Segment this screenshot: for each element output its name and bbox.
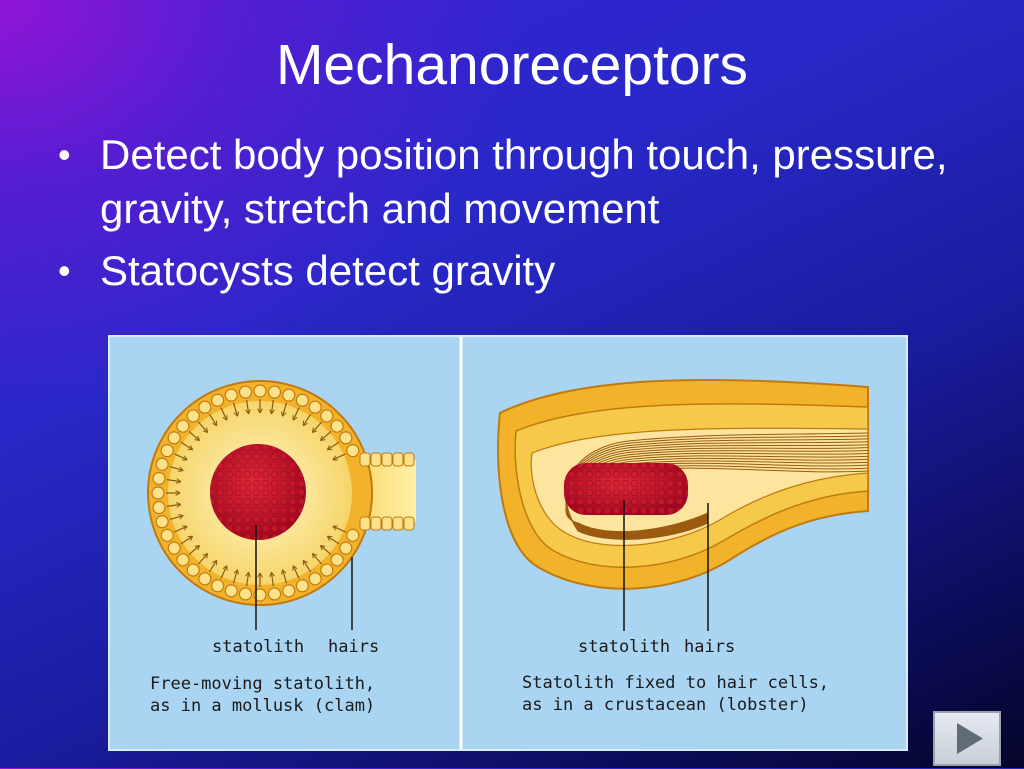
wall-cell xyxy=(156,516,168,528)
left-caption-line1: Free-moving statolith, xyxy=(150,674,375,694)
duct-cell xyxy=(382,453,392,466)
wall-cell xyxy=(269,588,281,600)
wall-cell xyxy=(340,432,352,444)
bullet-dot: • xyxy=(58,128,71,182)
wall-cell xyxy=(177,554,189,566)
wall-cell xyxy=(283,389,295,401)
duct-cell xyxy=(404,453,414,466)
wall-cell xyxy=(283,585,295,597)
wall-cell xyxy=(309,401,321,413)
wall-cell xyxy=(199,573,211,585)
right-caption-line1: Statolith fixed to hair cells, xyxy=(522,673,829,693)
left-caption-line2: as in a mollusk (clam) xyxy=(150,696,375,716)
next-slide-button[interactable] xyxy=(933,711,1001,766)
bullet-item: • Statocysts detect gravity xyxy=(58,244,958,298)
duct-cell xyxy=(393,453,403,466)
right-label-statolith: statolith xyxy=(578,637,670,657)
wall-cell xyxy=(296,394,308,406)
wall-cell xyxy=(239,386,251,398)
wall-cell xyxy=(212,580,224,592)
wall-cell xyxy=(321,410,333,422)
wall-cell xyxy=(168,432,180,444)
duct-cell xyxy=(360,453,370,466)
wall-cell xyxy=(296,580,308,592)
statolith-texture xyxy=(564,463,688,515)
right-caption-line2: as in a crustacean (lobster) xyxy=(522,695,809,715)
statocyst-diagram: statolith hairs Free-moving statolith, a… xyxy=(108,335,908,751)
wall-cell xyxy=(156,458,168,470)
bullet-text: Statocysts detect gravity xyxy=(100,247,555,294)
wall-cell xyxy=(331,420,343,432)
wall-cell xyxy=(177,420,189,432)
wall-cell xyxy=(199,401,211,413)
duct-cell xyxy=(382,517,392,530)
wall-cell xyxy=(212,394,224,406)
wall-cell xyxy=(269,386,281,398)
wall-cell xyxy=(321,564,333,576)
wall-cell xyxy=(309,573,321,585)
wall-cell xyxy=(225,389,237,401)
wall-cell xyxy=(347,529,359,541)
bullet-dot: • xyxy=(58,244,71,298)
wall-cell xyxy=(331,554,343,566)
wall-cell xyxy=(187,564,199,576)
duct-cell xyxy=(404,517,414,530)
bullet-item: • Detect body position through touch, pr… xyxy=(58,128,958,236)
bullet-text: Detect body position through touch, pres… xyxy=(100,131,948,232)
duct-cell xyxy=(393,517,403,530)
slide-title: Mechanoreceptors xyxy=(0,30,1024,100)
duct-cell xyxy=(360,517,370,530)
play-triangle-icon xyxy=(935,713,999,764)
wall-cell xyxy=(225,585,237,597)
statolith-texture xyxy=(210,444,306,540)
wall-cell xyxy=(347,445,359,457)
statocyst-figure: statolith hairs Free-moving statolith, a… xyxy=(108,335,908,751)
bullet-list: • Detect body position through touch, pr… xyxy=(58,128,958,306)
duct-cell xyxy=(371,453,381,466)
left-label-hairs: hairs xyxy=(328,637,379,657)
wall-cell xyxy=(152,487,164,499)
wall-cell xyxy=(254,385,266,397)
wall-cell xyxy=(161,529,173,541)
wall-cell xyxy=(168,542,180,554)
left-label-statolith: statolith xyxy=(212,637,304,657)
right-label-hairs: hairs xyxy=(684,637,735,657)
wall-cell xyxy=(153,472,165,484)
wall-cell xyxy=(239,588,251,600)
wall-cell xyxy=(161,445,173,457)
duct-cell xyxy=(371,517,381,530)
wall-cell xyxy=(153,502,165,514)
wall-cell xyxy=(340,542,352,554)
wall-cell xyxy=(187,410,199,422)
